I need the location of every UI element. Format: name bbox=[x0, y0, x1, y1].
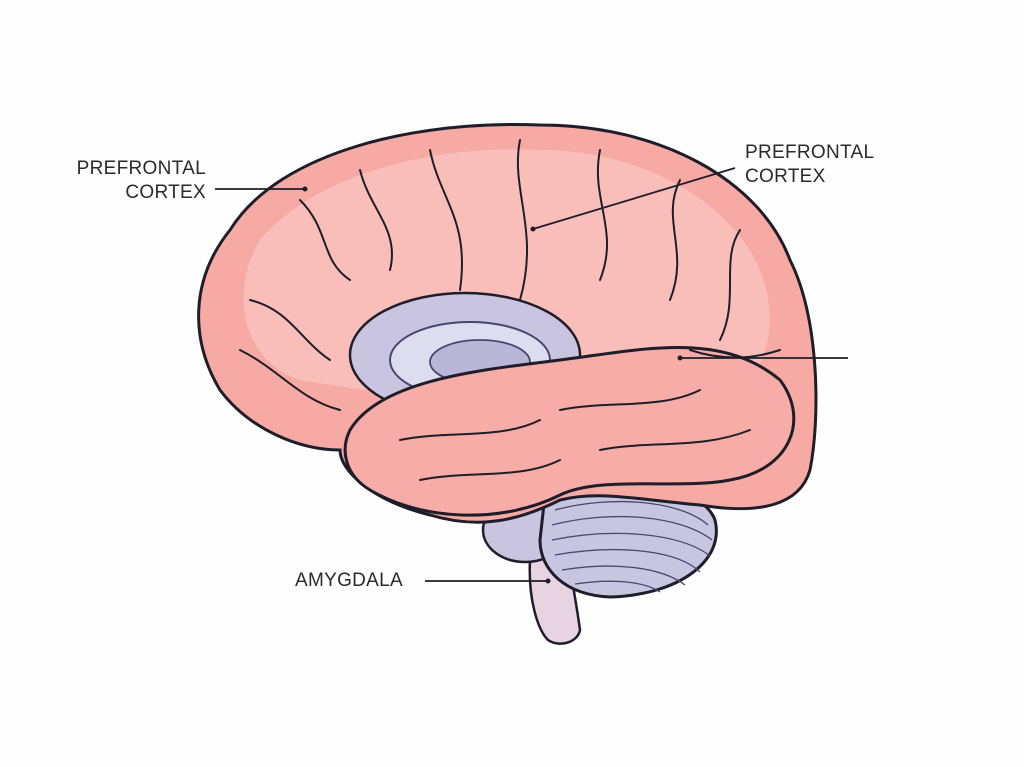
label-right-prefrontal-cortex: PREFRONTAL CORTEX bbox=[745, 141, 874, 189]
leader-line-right-prefrontal bbox=[532, 167, 736, 230]
cerebellum-folia bbox=[551, 500, 713, 593]
label-line: CORTEX bbox=[745, 166, 826, 187]
label-left-prefrontal-cortex: PREFRONTAL CORTEX bbox=[68, 157, 206, 205]
label-line: CORTEX bbox=[125, 182, 206, 203]
sulci bbox=[239, 139, 781, 481]
label-line: PREFRONTAL bbox=[76, 158, 206, 179]
temporal-lobe bbox=[343, 346, 796, 517]
label-amygdala: AMYGDALA bbox=[295, 570, 403, 591]
label-line: PREFRONTAL bbox=[745, 142, 875, 163]
